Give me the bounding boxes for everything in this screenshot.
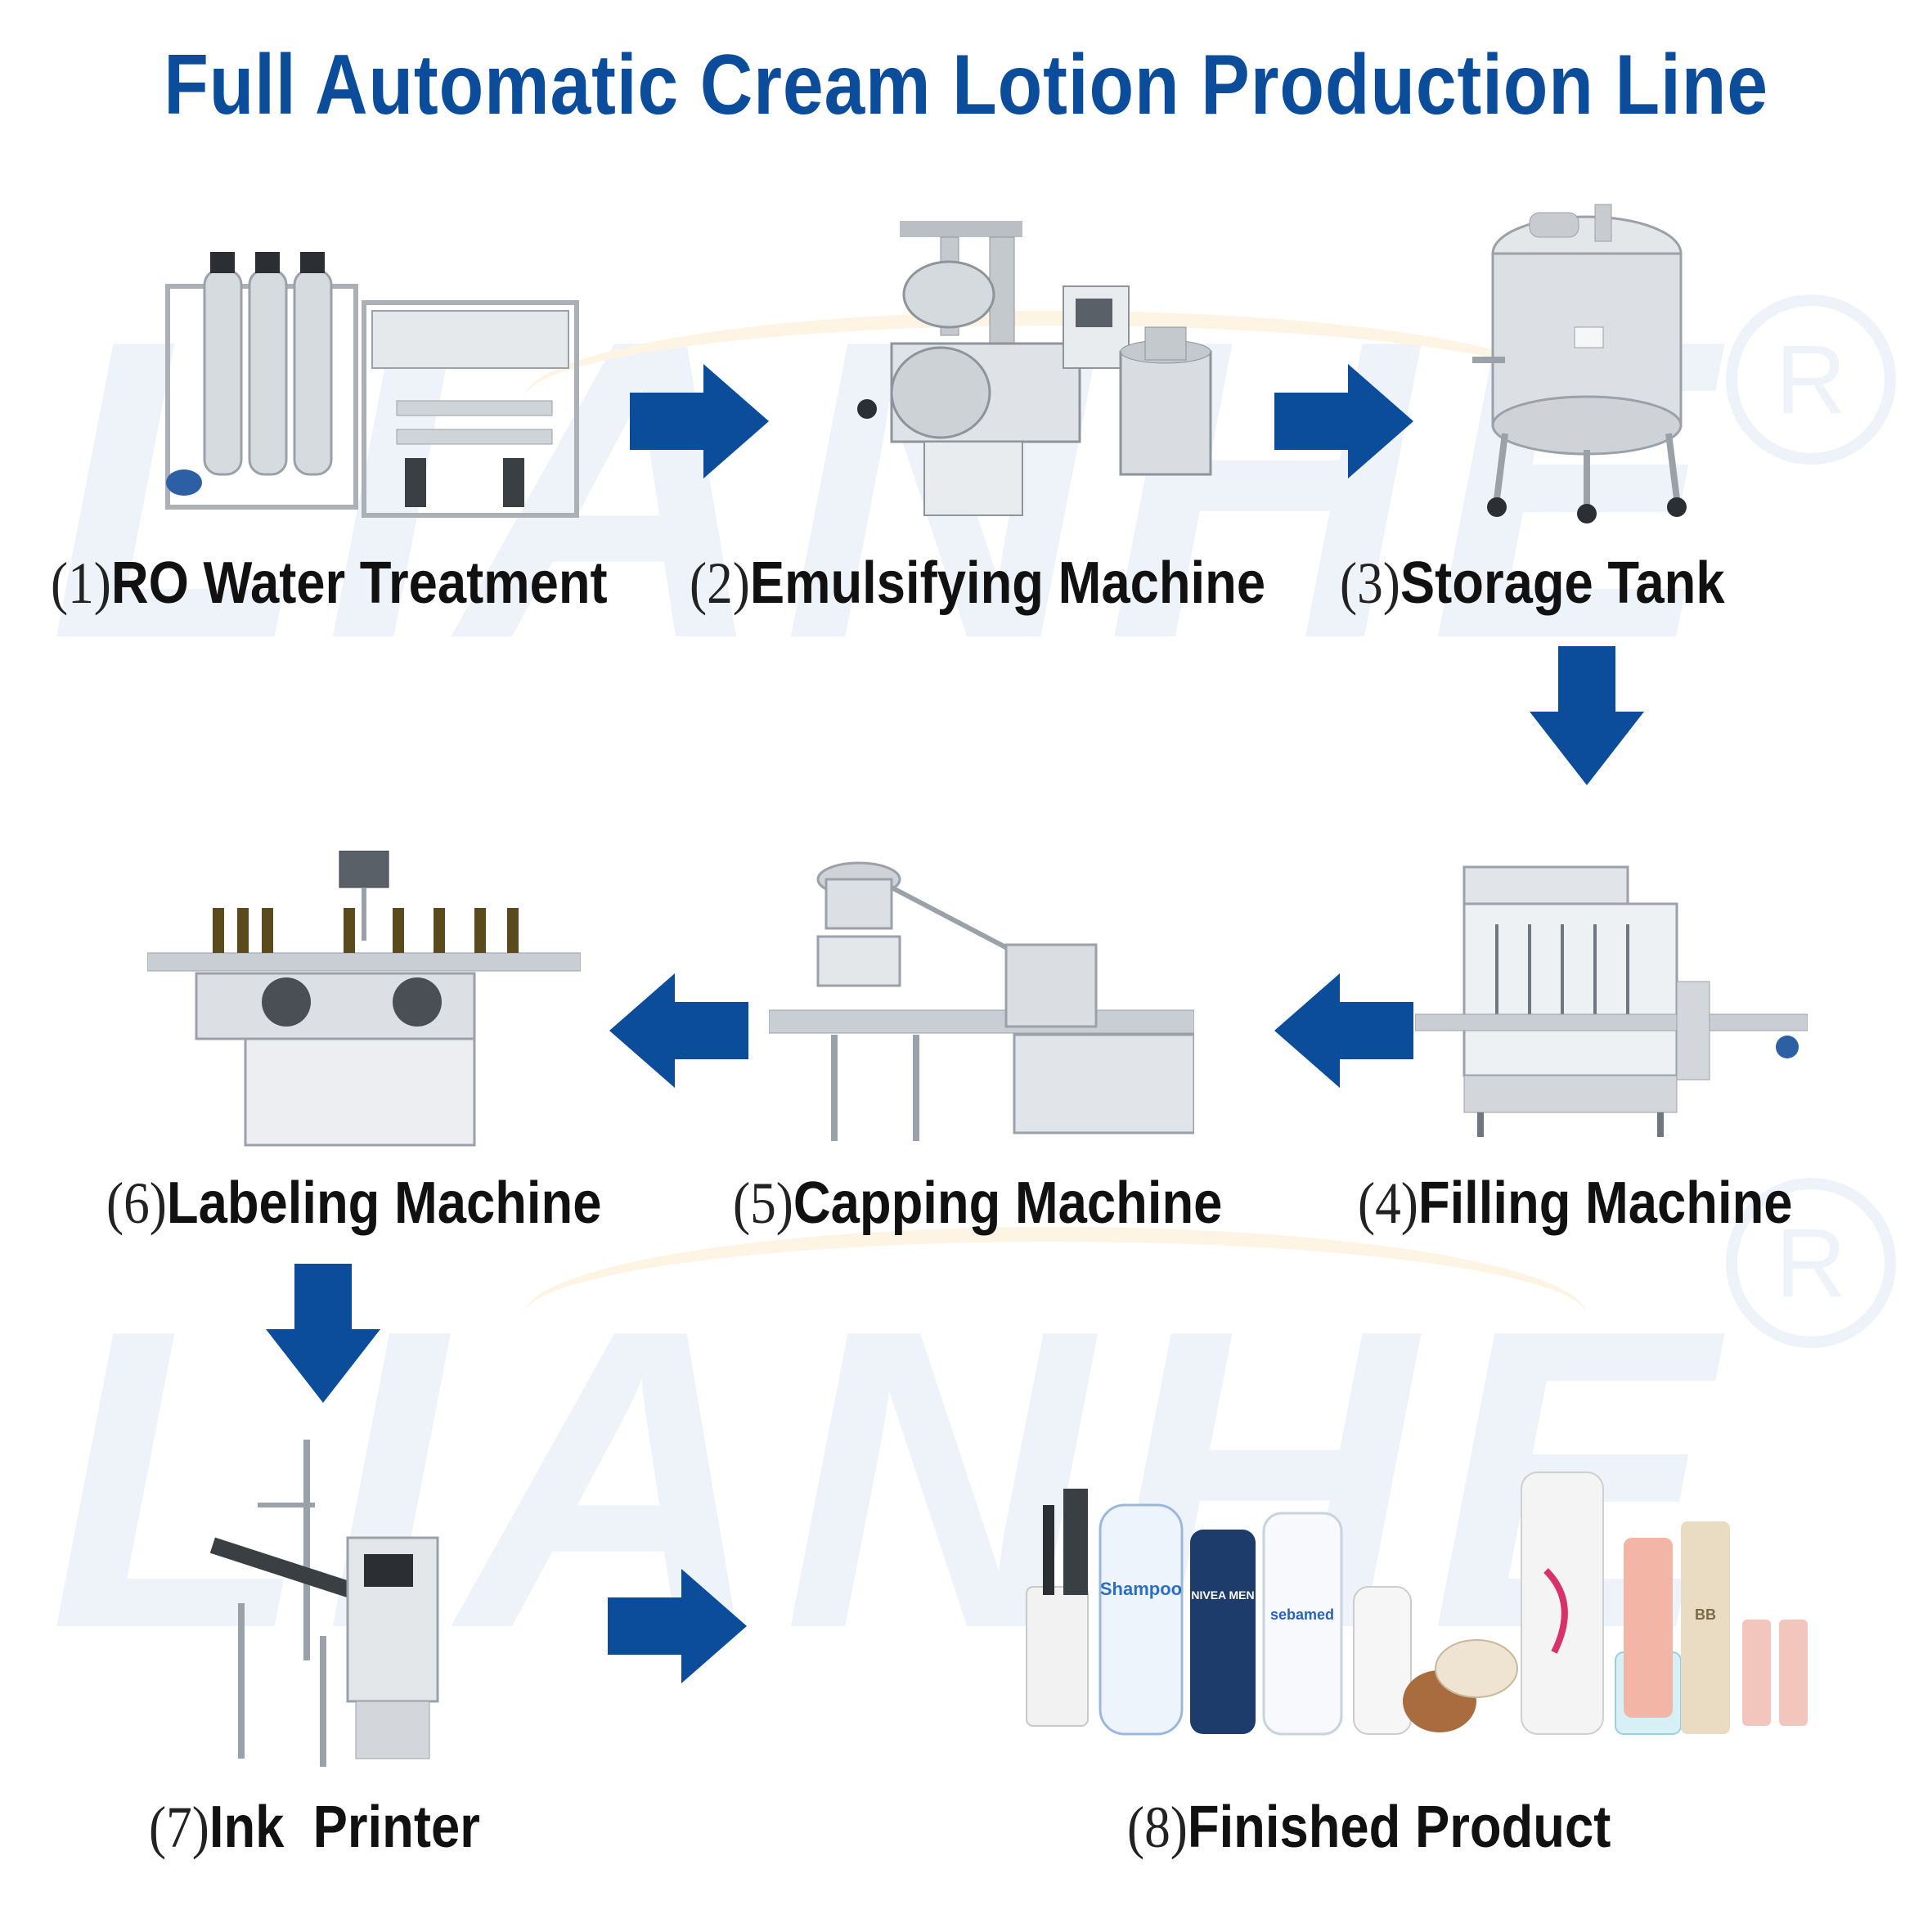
arrow-right-7-8 [608,1569,747,1683]
step-label-storage-tank: (3)Storage Tank [1340,550,1725,616]
arrow-down-6-7 [266,1264,380,1403]
storage-tank-image [1472,204,1687,523]
emulsifying-machine-image [857,221,1212,516]
svg-text:Shampoo: Shampoo [1100,1579,1182,1599]
step-label-emulsifying-machine: (2)Emulsifying Machine [690,550,1266,616]
filling-machine-image [1415,865,1808,1137]
arrow-right-1-2 [630,364,769,479]
labeling-machine-image [147,851,581,1147]
svg-text:NIVEA MEN: NIVEA MEN [1191,1588,1254,1602]
step-label-capping-machine: (5)Capping Machine [733,1170,1223,1236]
registered-mark-top: R [1726,294,1896,465]
step-label-labeling-machine: (6)Labeling Machine [106,1170,602,1236]
arrow-left-5-6 [609,973,748,1088]
page-title: Full Automatic Cream Lotion Production L… [164,38,1768,133]
svg-text:sebamed: sebamed [1270,1606,1334,1623]
step-label-ro-water-treatment: (1)RO Water Treatment [51,550,608,616]
step-label-ink-printer: (7)Ink Printer [149,1795,480,1860]
finished-product-image: Shampoo NIVEA MEN sebamed BB [1026,1471,1808,1736]
watermark-swoosh-bottom [523,1227,1587,1405]
arrow-down-3-4 [1530,646,1644,785]
capping-machine-image [769,861,1194,1141]
arrow-left-4-5 [1274,973,1413,1088]
step-label-filling-machine: (4)Filling Machine [1358,1170,1793,1236]
ro-water-treatment-image [165,252,579,518]
step-label-finished-product: (8)Finished Product [1127,1795,1611,1860]
svg-text:BB: BB [1695,1606,1716,1623]
arrow-right-2-3 [1274,364,1413,479]
ink-printer-image [209,1440,439,1767]
